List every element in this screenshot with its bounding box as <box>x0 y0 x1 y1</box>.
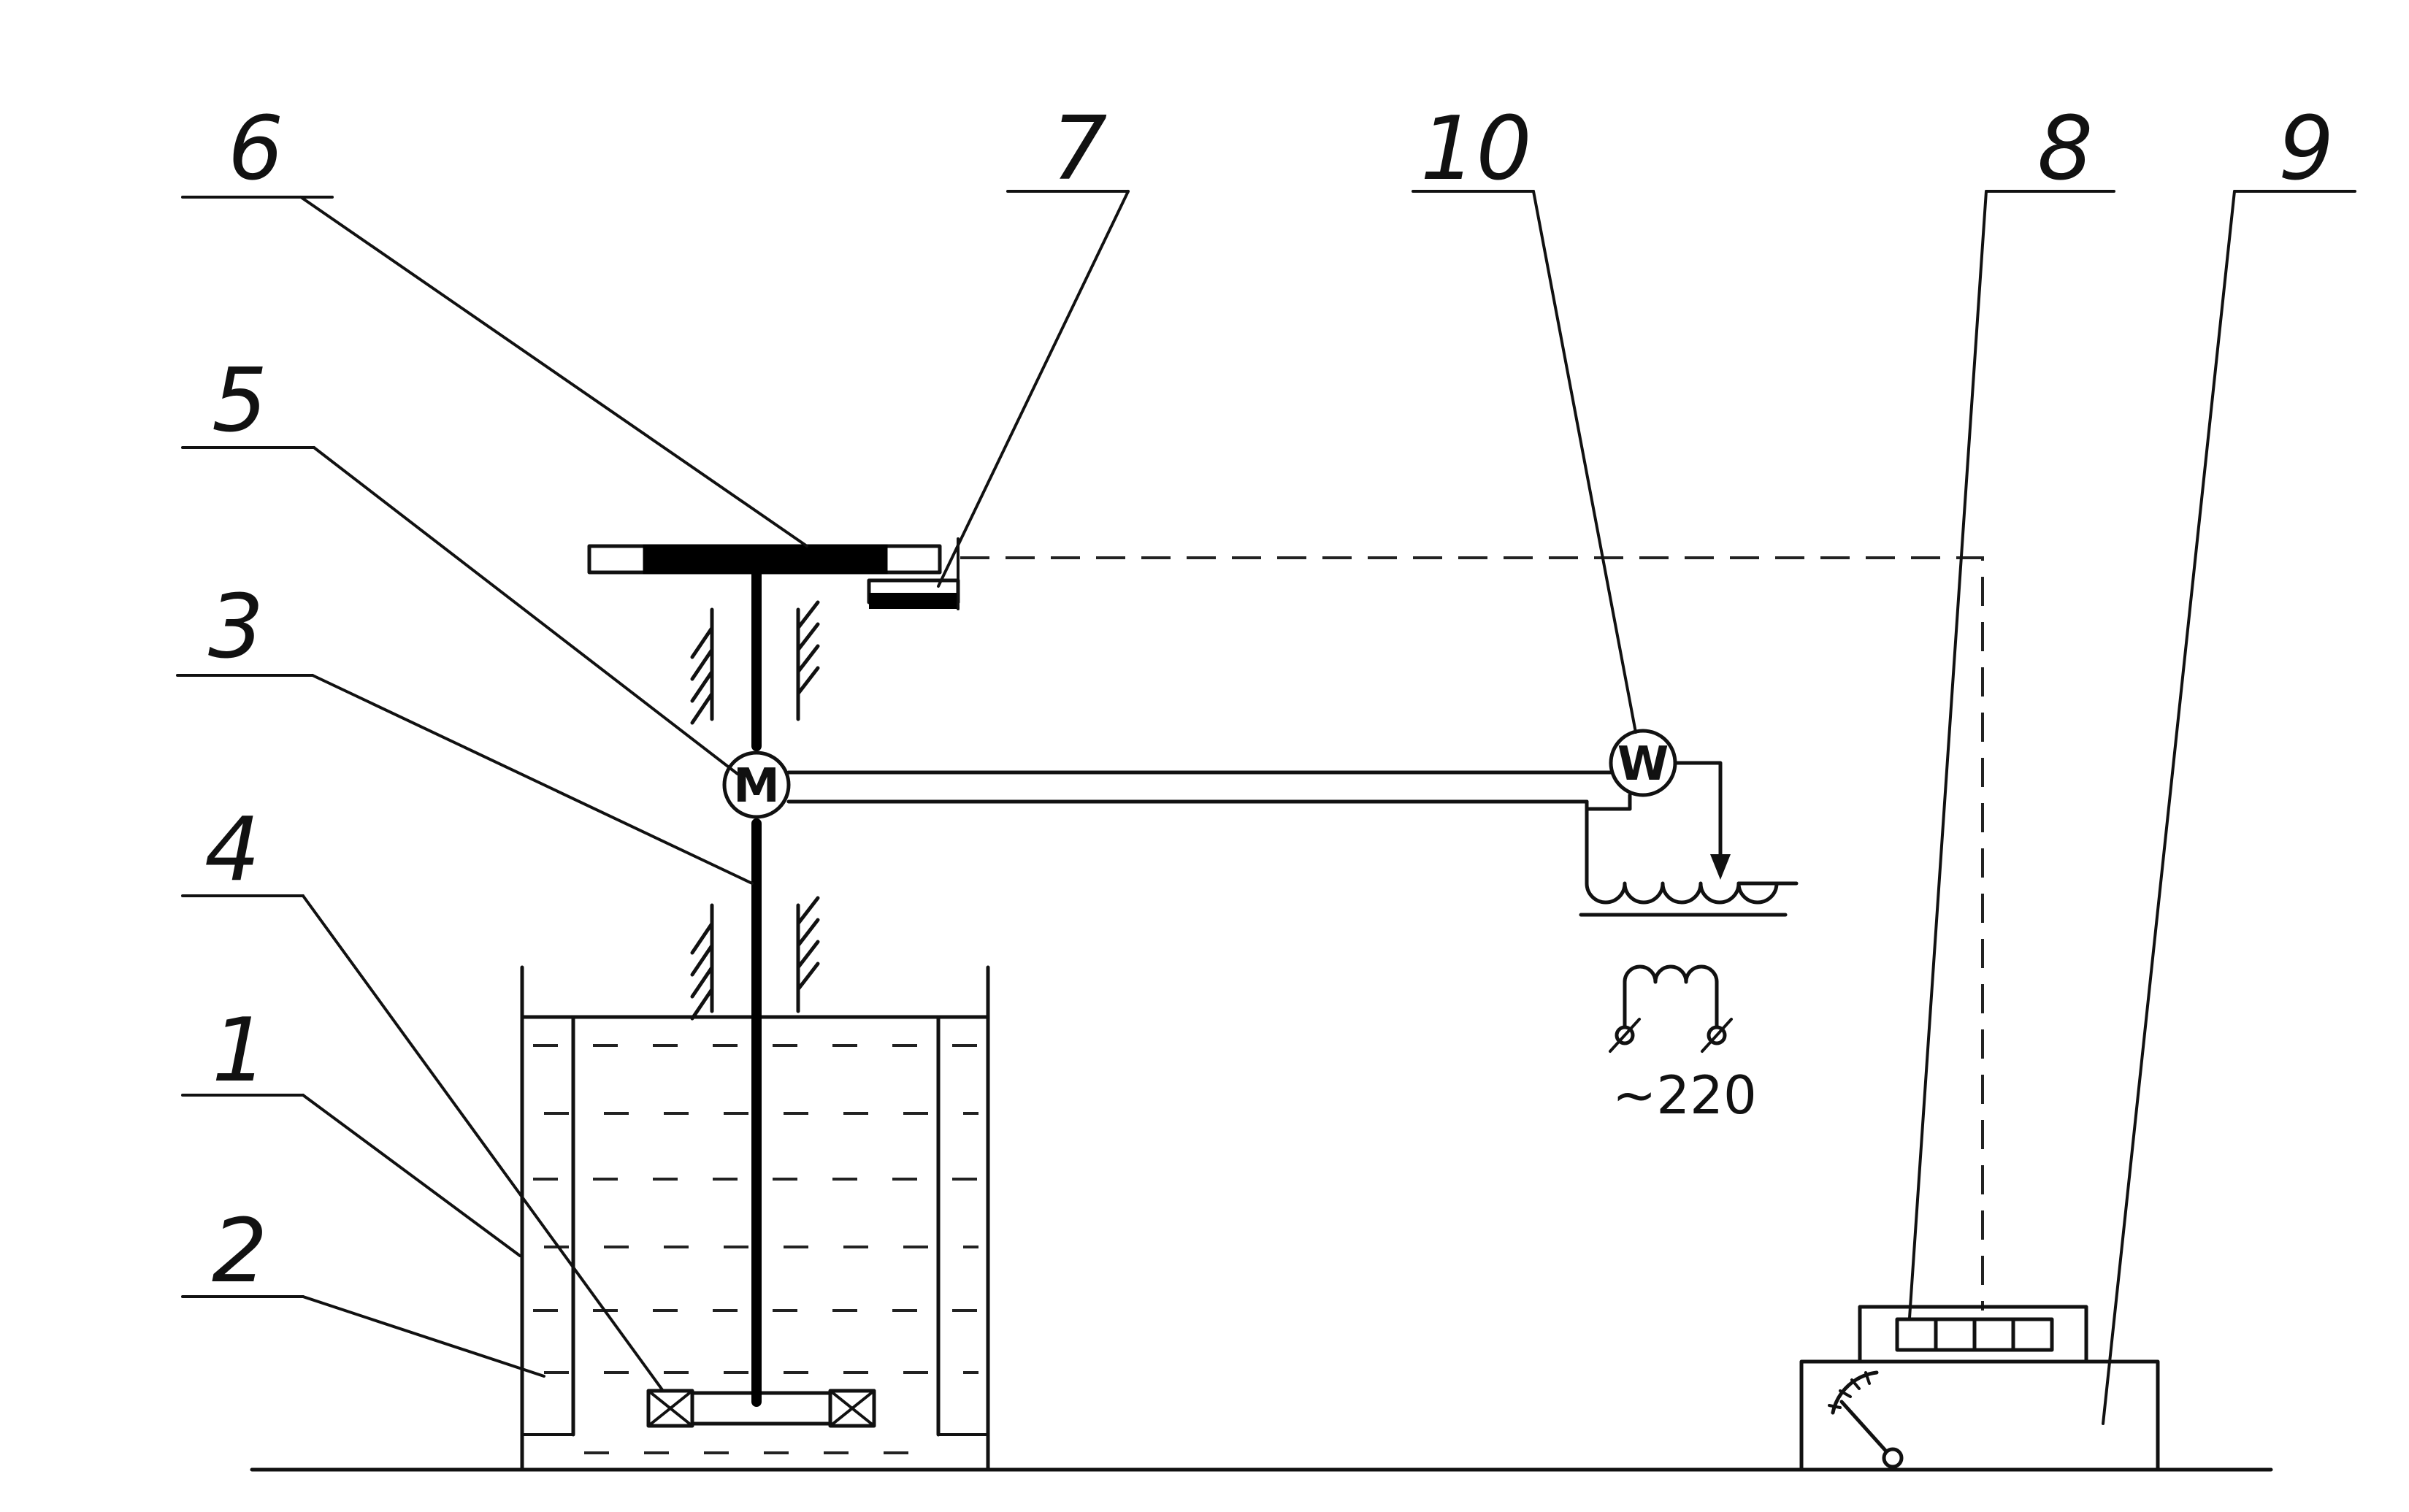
liquid <box>533 1044 978 1454</box>
counter <box>1858 1305 2088 1364</box>
callout-8: 8 <box>2037 99 2093 200</box>
motor-wires <box>786 770 1614 886</box>
motor: M <box>722 751 791 819</box>
callout-4: 4 <box>204 799 260 901</box>
callout-6: 6 <box>228 99 283 200</box>
callout-10: 10 <box>1420 99 1532 200</box>
autotransformer: ~220 <box>1579 881 1799 1126</box>
sensor <box>867 537 960 610</box>
callout-5: 5 <box>212 350 267 452</box>
signal-path <box>960 556 1984 1310</box>
power-unit <box>1799 1359 2160 1472</box>
motor-symbol: M <box>733 759 780 813</box>
callout-2: 2 <box>212 1201 267 1302</box>
supply-voltage-label: ~220 <box>1612 1064 1757 1126</box>
callout-leaders <box>176 190 2356 1425</box>
callout-7: 7 <box>1052 99 1107 200</box>
callout-9: 9 <box>2278 99 2334 200</box>
callout-3: 3 <box>208 577 264 678</box>
wattmeter: W <box>1585 729 1731 880</box>
callout-1: 1 <box>212 1000 267 1102</box>
disc <box>587 544 942 575</box>
lower-bearing <box>690 896 820 1021</box>
vessel <box>520 965 990 1472</box>
wattmeter-symbol: W <box>1617 737 1669 791</box>
upper-bearing <box>690 600 820 725</box>
